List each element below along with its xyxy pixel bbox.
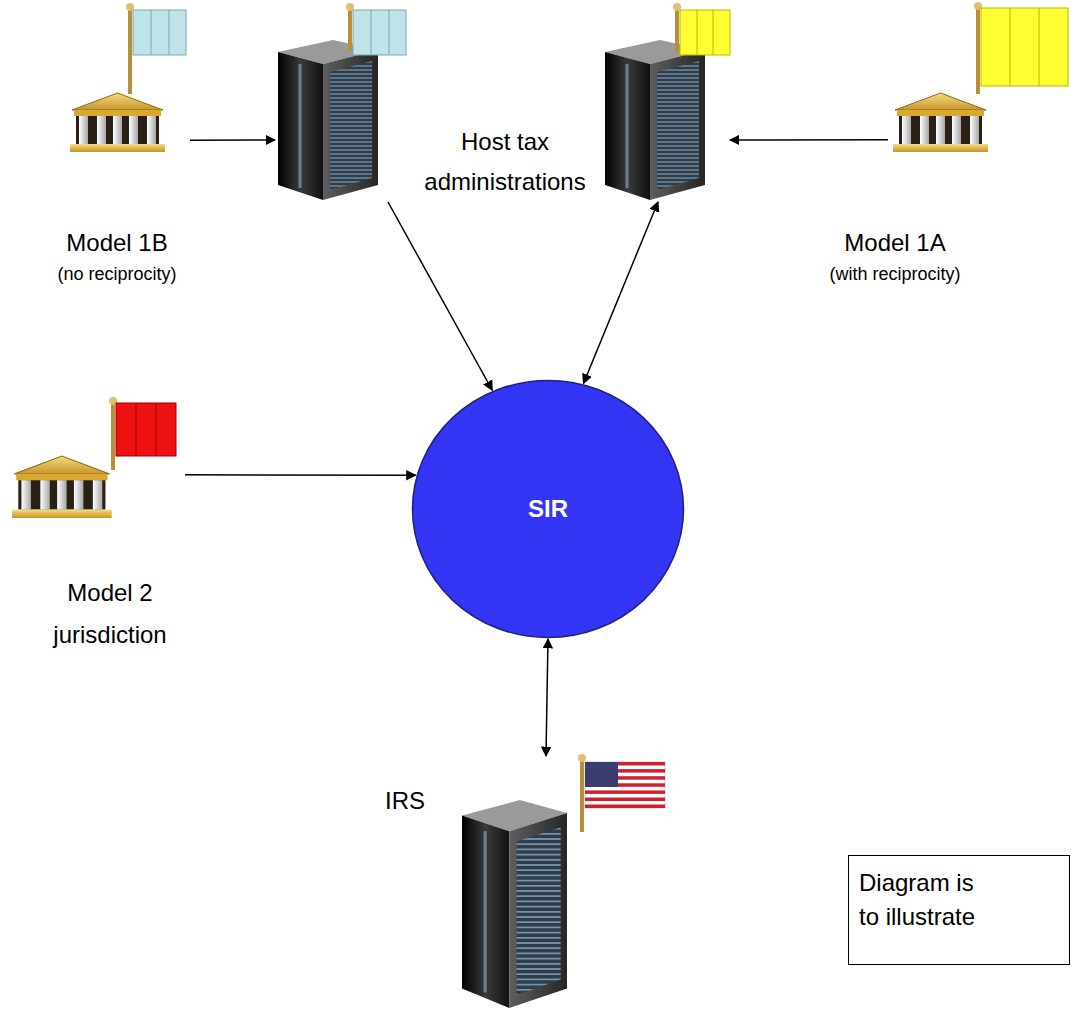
connector-arrow	[185, 474, 416, 476]
server-node	[275, 5, 410, 202]
node-text: (no reciprocity)	[17, 262, 217, 286]
server-node	[600, 5, 730, 202]
connector-arrow	[546, 639, 548, 756]
connector-arrow	[730, 139, 888, 141]
server-icon	[605, 3, 730, 200]
node-text: Model 2 jurisdiction	[45, 572, 175, 656]
bank-icon	[12, 397, 176, 518]
server-icon	[462, 754, 665, 1008]
server-icon	[278, 3, 406, 200]
connector-arrow	[583, 202, 658, 383]
bank-node: Model 1B(no reciprocity)	[65, 5, 190, 152]
node-text: (with reciprocity)	[785, 262, 1005, 286]
bank-icon	[70, 3, 186, 152]
node-text: Model 1A	[785, 228, 1005, 258]
node-text: SIR	[528, 494, 568, 524]
hub-circle: SIR	[411, 379, 685, 639]
bank-node: Model 2 jurisdiction	[8, 398, 185, 520]
circle-shape	[413, 381, 684, 638]
group-label: Host tax administrations	[405, 122, 605, 202]
server-node: IRS	[458, 756, 670, 1014]
bank-icon	[893, 2, 1068, 152]
connector-arrow	[388, 202, 492, 390]
node-text: IRS	[385, 786, 445, 816]
bank-node: Model 1A(with reciprocity)	[888, 0, 1070, 152]
node-text: Diagram is to illustrate	[849, 856, 991, 934]
connector-arrow	[190, 139, 275, 141]
node-text: Model 1B	[17, 228, 217, 258]
note-box: Diagram is to illustrate	[848, 855, 1070, 965]
